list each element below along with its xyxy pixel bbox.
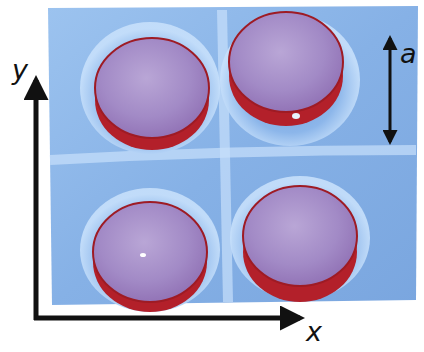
axis-label: x [306, 318, 322, 345]
disc [93, 202, 207, 312]
dimension-arrow [389, 38, 392, 142]
surface [48, 6, 418, 305]
dimple [230, 176, 370, 300]
x-axis [34, 316, 300, 321]
axis-label: y [12, 56, 28, 83]
dimension-label: a [400, 40, 417, 67]
dimple [80, 188, 220, 312]
surface-ridge [50, 150, 416, 160]
disc-top [95, 38, 209, 138]
disc [229, 12, 343, 126]
y-axis [34, 80, 39, 320]
dimple [80, 22, 220, 154]
disc-top [93, 202, 207, 302]
disc-top [229, 12, 343, 112]
disc-top [243, 186, 357, 286]
disc [243, 186, 357, 302]
highlight [292, 113, 300, 119]
disc [95, 38, 209, 150]
highlight [140, 253, 146, 257]
